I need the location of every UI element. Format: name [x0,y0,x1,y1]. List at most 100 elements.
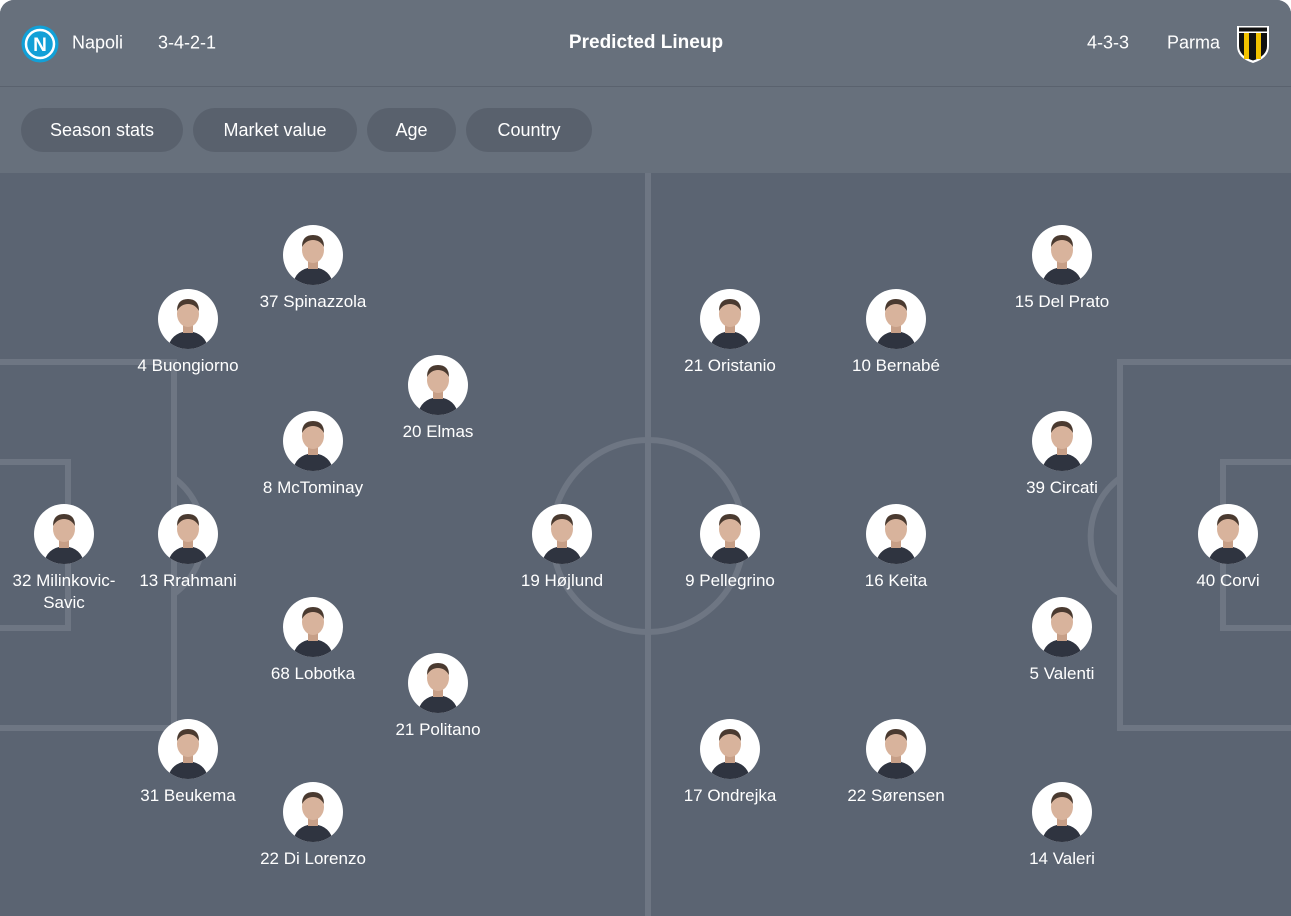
player-silhouette-icon [876,299,916,349]
country-chip[interactable]: Country [466,108,592,152]
player-label: 37 Spinazzola [259,292,367,311]
player-photo [700,719,760,779]
player-label: 14 Valeri [1029,849,1095,868]
player-silhouette-icon [710,729,750,779]
player-silhouette-icon [44,514,84,564]
player-label: 68 Lobotka [270,664,356,683]
player-label: 32 Milinkovic-Savic [12,571,116,612]
player-silhouette-icon [1208,514,1248,564]
away-formation: 4-3-3 [1087,32,1130,53]
player-photo [866,504,926,564]
player-photo [1032,597,1092,657]
away-player[interactable]: 15 Del Prato [992,225,1132,313]
player-label: 9 Pellegrino [685,571,775,590]
player-photo [1198,504,1258,564]
svg-text:N: N [33,35,47,56]
player-silhouette-icon [1042,235,1082,285]
player-silhouette-icon [710,299,750,349]
home-player[interactable]: 21 Politano [368,653,508,741]
player-label: 16 Keita [864,571,928,590]
away-player[interactable]: 40 Corvi [1168,504,1288,592]
player-label: 20 Elmas [402,422,474,441]
player-silhouette-icon [1042,421,1082,471]
market-value-chip[interactable]: Market value [193,108,357,152]
age-chip[interactable]: Age [367,108,456,152]
player-label: 40 Corvi [1196,571,1260,590]
player-silhouette-icon [418,365,458,415]
home-player[interactable]: 8 McTominay [243,411,383,499]
away-team-name[interactable]: Parma [1167,32,1221,53]
parma-crest-icon[interactable] [1236,24,1270,64]
home-player[interactable]: 19 Højlund [492,504,632,592]
home-player[interactable]: 68 Lobotka [243,597,383,685]
away-player[interactable]: 5 Valenti [992,597,1132,685]
player-silhouette-icon [1042,792,1082,842]
player-photo [408,355,468,415]
player-photo [532,504,592,564]
home-player[interactable]: 22 Di Lorenzo [243,782,383,870]
player-photo [1032,782,1092,842]
player-label: 5 Valenti [1029,664,1095,683]
home-team-name[interactable]: Napoli [72,32,124,53]
player-silhouette-icon [876,729,916,779]
away-player[interactable]: 22 Sørensen [826,719,966,807]
player-label: 15 Del Prato [1014,292,1110,311]
page-title: Predicted Lineup [568,32,724,53]
player-label: 13 Rrahmani [139,571,237,590]
player-silhouette-icon [418,663,458,713]
player-label: 4 Buongiorno [137,356,239,375]
player-photo [158,504,218,564]
home-player[interactable]: 13 Rrahmani [118,504,258,592]
player-silhouette-icon [293,607,333,657]
player-label: 21 Politano [395,720,481,739]
player-silhouette-icon [293,421,333,471]
home-player[interactable]: 32 Milinkovic-Savic [2,504,126,614]
player-silhouette-icon [168,299,208,349]
player-label: 22 Sørensen [847,786,945,805]
home-formation: 3-4-2-1 [158,32,217,53]
napoli-crest-icon[interactable]: N [21,25,59,63]
away-player[interactable]: 14 Valeri [992,782,1132,870]
away-player[interactable]: 39 Circati [992,411,1132,499]
player-label: 31 Beukema [140,786,236,805]
home-player[interactable]: 4 Buongiorno [118,289,258,377]
player-photo [700,289,760,349]
player-silhouette-icon [710,514,750,564]
pitch: 37 Spinazzola 4 Buongiorno 20 Elmas 8 Mc… [0,173,1291,916]
player-silhouette-icon [168,729,208,779]
lineup-header: N Napoli 3-4-2-1 Predicted Lineup 4-3-3 … [0,0,1291,87]
away-player[interactable]: 17 Ondrejka [660,719,800,807]
season-stats-chip[interactable]: Season stats [21,108,183,152]
home-player[interactable]: 20 Elmas [368,355,508,443]
player-label: 21 Oristanio [684,356,776,375]
player-photo [158,289,218,349]
player-silhouette-icon [293,235,333,285]
player-silhouette-icon [876,514,916,564]
player-photo [283,411,343,471]
player-photo [1032,411,1092,471]
player-photo [283,782,343,842]
away-player[interactable]: 10 Bernabé [826,289,966,377]
away-player[interactable]: 21 Oristanio [660,289,800,377]
player-photo [700,504,760,564]
player-photo [866,289,926,349]
player-silhouette-icon [168,514,208,564]
player-label: 39 Circati [1026,478,1098,497]
player-photo [408,653,468,713]
filter-bar: Season stats Market value Age Country [0,87,1291,173]
player-photo [866,719,926,779]
away-player[interactable]: 9 Pellegrino [660,504,800,592]
player-silhouette-icon [293,792,333,842]
player-label: 17 Ondrejka [683,786,777,805]
away-player[interactable]: 16 Keita [826,504,966,592]
player-photo [283,597,343,657]
player-photo [34,504,94,564]
home-player[interactable]: 37 Spinazzola [243,225,383,313]
player-photo [1032,225,1092,285]
home-player[interactable]: 31 Beukema [118,719,258,807]
player-label: 22 Di Lorenzo [260,849,366,868]
player-silhouette-icon [542,514,582,564]
player-photo [158,719,218,779]
player-label: 19 Højlund [520,571,604,590]
